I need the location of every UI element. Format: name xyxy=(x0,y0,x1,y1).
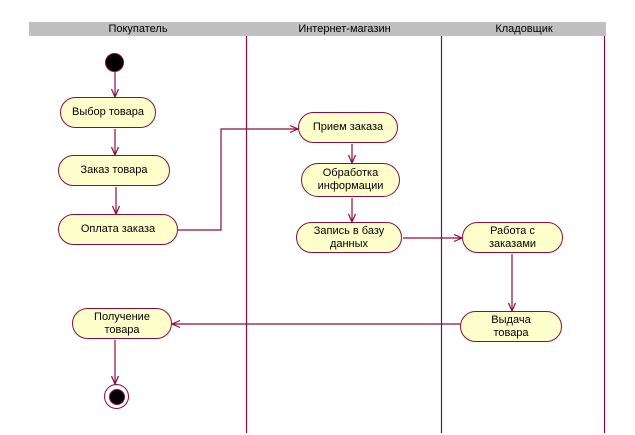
edge-zapis-to-rabota xyxy=(403,233,464,243)
edge-vydacha-to-poluchenie xyxy=(170,319,460,329)
activity-priem-zakaza: Прием заказа xyxy=(298,112,398,143)
activity-vydacha-tovara: Выдача товара xyxy=(460,311,562,342)
swimlane-header-bar: Покупатель Интернет-магазин Кладовщик xyxy=(29,22,606,36)
activity-rabota-s-zakazami: Работа с заказами xyxy=(462,222,563,253)
activity-poluchenie-tovara: Получение товара xyxy=(72,308,172,339)
swimlane-title-kladovschik: Кладовщик xyxy=(495,23,553,35)
edge-rabota-to-vydacha xyxy=(507,254,517,313)
activity-zapis-v-bazu-dannyh: Запись в базу данных xyxy=(296,222,402,253)
final-node-dot xyxy=(108,388,125,405)
activity-label: Заказ товара xyxy=(80,164,148,176)
activity-vybor-tovara: Выбор товара xyxy=(60,97,156,128)
activity-label: Выдача товара xyxy=(491,313,531,339)
activity-label: Запись в базу данных xyxy=(313,224,385,250)
activity-label: Оплата заказа xyxy=(80,223,156,235)
edge-zakaz-to-oplata xyxy=(111,187,121,216)
activity-label: Прием заказа xyxy=(312,121,384,133)
activity-obrabotka-informacii: Обработка информации xyxy=(301,163,400,197)
activity-label: Работа с заказами xyxy=(488,224,537,250)
edge-oplata-to-priem xyxy=(178,124,300,231)
swimlane-title-pokupatel: Покупатель xyxy=(108,23,168,35)
edge-obrabotka-to-zapis xyxy=(347,198,357,224)
edge-start-to-vybor xyxy=(110,71,120,99)
activity-label: Выбор товара xyxy=(72,106,144,118)
edge-priem-to-obrabotka xyxy=(347,144,357,165)
swimlane-title-internet-magazin: Интернет-магазин xyxy=(298,23,391,35)
initial-node xyxy=(105,53,124,72)
edge-vybor-to-zakaz xyxy=(110,129,120,157)
activity-label: Обработка информации xyxy=(317,167,384,192)
activity-zakaz-tovara: Заказ товара xyxy=(58,155,170,186)
final-node xyxy=(104,384,129,409)
activity-label: Получение товара xyxy=(94,310,150,336)
activity-oplata-zakaza: Оплата заказа xyxy=(58,214,178,245)
edge-poluchenie-to-end xyxy=(110,340,120,386)
